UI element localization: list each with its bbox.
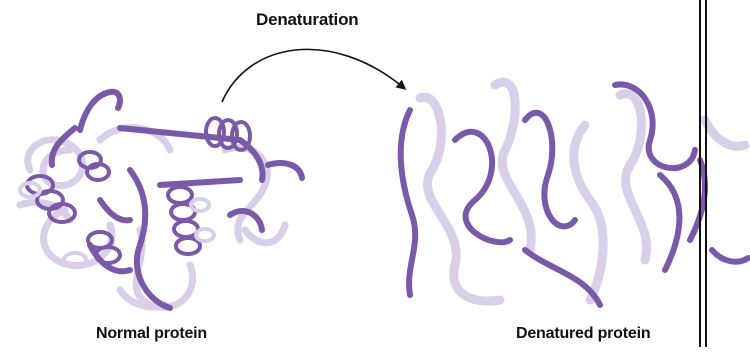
denaturation-label: Denaturation [256,10,358,30]
denaturation-arrow [222,49,404,102]
normal-protein-label: Normal protein [96,325,207,343]
denatured-protein-illustration [401,82,748,305]
normal-protein-illustration [20,92,302,308]
denatured-protein-label: Denatured protein [516,325,650,343]
